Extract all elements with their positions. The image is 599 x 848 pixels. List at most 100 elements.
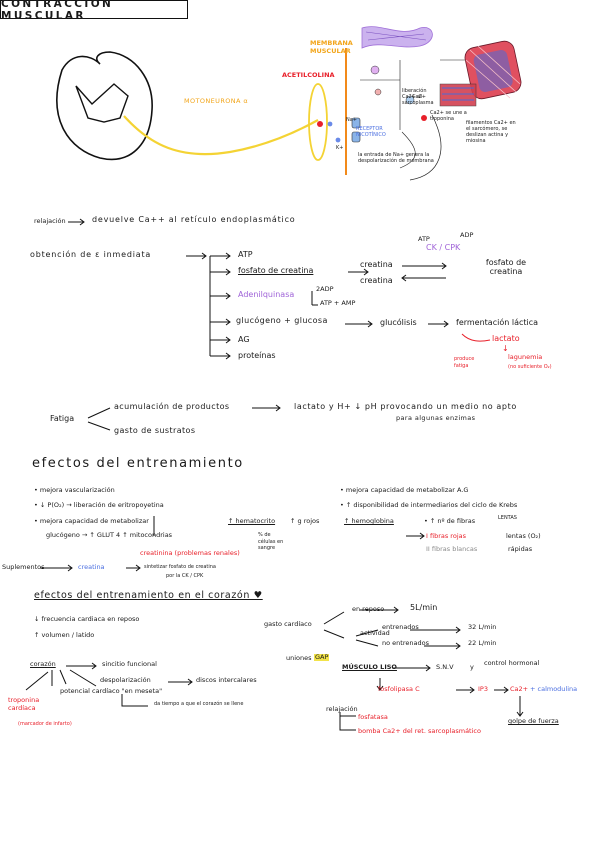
no-entrenados-label: no entrenados (382, 639, 429, 647)
discos-text: discos intercalares (196, 676, 257, 684)
na-label: Na+ (346, 117, 357, 123)
fibras-blancas: II fibras blancas (426, 545, 478, 553)
entrenados-label: entrenados (382, 623, 419, 631)
entrada-note: la entrada de Na+ genera la despolarizac… (358, 152, 434, 164)
acetilcolina-label: ACETILCOLINA (282, 71, 335, 79)
gasto-sustratos: gasto de sustratos (114, 426, 196, 435)
troponina-label: troponina cardíaca (8, 696, 40, 713)
entrenados-val: 32 L/min (468, 623, 497, 631)
atp-amp: ATP + AMP (320, 299, 356, 307)
ca-label: Ca2+ (412, 94, 426, 100)
fatiga-label: Fatiga (50, 414, 75, 423)
adenil-item: Adenilquinasa (238, 290, 295, 299)
produce-fatiga: produce fatiga (454, 356, 475, 369)
no-entrenados-val: 22 L/min (468, 639, 497, 647)
relajacion-label: relajación (34, 217, 66, 225)
marcador-label: (marcador de infarto) (18, 721, 72, 727)
hemoglobina: ↑ hemoglobina (344, 517, 394, 525)
sintetizar-text: sintetizar fosfato de creatina (144, 564, 216, 570)
atp-item: ATP (238, 250, 253, 259)
relajacion-text: devuelve Ca++ al retículo endoplasmático (92, 215, 296, 224)
sincitio-text: sincitio funcional (102, 660, 157, 668)
efectos-heading: efectos del entrenamiento (32, 456, 244, 471)
neuromuscular-junction (308, 83, 328, 161)
despolarizacion-text: despolarización (100, 676, 151, 684)
efectos-b2: • ↓ P(O₂) → liberación de eritropoyetina (34, 501, 164, 509)
bomba-label: bomba Ca2+ del ret. sarcoplasmático (358, 727, 481, 735)
spinal-cord-outline (56, 51, 153, 161)
musculo-liso-label: MÚSCULO LISO (342, 663, 397, 671)
obtencion-label: obtención de ε inmediata (30, 250, 152, 259)
fibras-rojas: I fibras rojas (426, 532, 466, 540)
creatina-2: creatina (360, 276, 393, 285)
atp-small: ATP (418, 235, 430, 243)
efectos-r3: • ↑ nº de fibras (424, 517, 476, 525)
fosfatasa-label: fosfatasa (358, 713, 388, 721)
ca-label-heart: Ca2+ (510, 685, 529, 693)
lactato-arrow: ↓ (502, 344, 509, 353)
grey-matter (75, 83, 129, 123)
actividad-label: actividad (360, 629, 390, 637)
control-label: control hormonal (484, 659, 540, 667)
corazon-label: corazón (30, 660, 56, 668)
lentas-o2: lentas (O₂) (506, 532, 541, 540)
ca-note: liberación Ca2+ al sarcoplasma (402, 88, 434, 106)
glucogeno-item: glucógeno + glucosa (236, 316, 328, 325)
ck-label: CK / CPK (426, 243, 461, 252)
corazon-heading: efectos del entrenamiento en el corazón … (34, 590, 263, 601)
gasto-label: gasto cardíaco (264, 620, 312, 628)
receptor-label: RECEPTOR NICOTÍNICO (356, 126, 386, 138)
motor-axon (123, 115, 319, 156)
gap-label: GAP (314, 653, 330, 661)
fosfolipasa-label: fosfolipasa C (378, 685, 420, 693)
fosfato-creatina: fosfato de creatina (485, 258, 527, 277)
pct-celulas: % de células en sangre (258, 532, 284, 551)
ca-note-2: Ca2+ se une a troponina (430, 110, 467, 122)
golpe-label: golpe de fuerza (508, 717, 559, 725)
calmodulina-label: + calmodulina (530, 685, 578, 693)
lactato-label: lactato (492, 334, 520, 343)
snv-label: S.N.V (436, 663, 454, 671)
suplemento-creatina: creatina (78, 563, 105, 571)
creatinina-label: creatinina (problemas renales) (140, 549, 240, 557)
muscle-fiber (439, 40, 522, 107)
efectos-b3b: glucógeno → ↑ GLUT 4 ↑ mitocondrias (46, 531, 173, 539)
potencial-text: potencial cardíaco "en meseta" (60, 687, 163, 695)
relajacion-heart: relajación (326, 705, 358, 713)
lactato-h-text: lactato y H+ ↓ pH provocando un medio no… (294, 402, 517, 411)
page-title: CONTRACCIÓN MUSCULAR (0, 0, 188, 22)
reposo-label: en reposo (352, 605, 385, 613)
glucolisis-label: glucólisis (380, 318, 417, 327)
uniones-label: uniones (286, 654, 312, 662)
efectos-b3: • mejora capacidad de metabolizar (34, 517, 149, 525)
creatina-1: creatina (360, 260, 393, 269)
efectos-r2: • ↑ disponibilidad de intermediarios del… (340, 501, 518, 509)
acumulacion-text: acumulación de productos (114, 402, 230, 411)
efectos-r1: • mejora capacidad de metabolizar A.G (340, 486, 469, 494)
k-label: K+ (336, 145, 344, 151)
g-rojos: ↑ g rojos (290, 517, 320, 525)
adp-small: ADP (460, 231, 474, 239)
synapse-dot (317, 121, 323, 127)
suplementos-label: Suplementos (2, 563, 45, 571)
fermentacion-label: fermentación láctica (456, 318, 539, 327)
por-la-ck: por la CK / CPK (166, 573, 204, 579)
reposo-val: 5L/min (410, 603, 438, 612)
ip3-label: IP3 (478, 685, 488, 693)
volumen-text: ↑ volumen / latido (34, 631, 95, 639)
sin-oxigeno: (no suficiente O₂) (508, 364, 552, 370)
hematocrito: ↑ hematocrito (228, 517, 276, 525)
da-tiempo-text: da tiempo a que el corazón se llene (154, 701, 244, 707)
fiber-note: filamentos Ca2+ en el sarcómero, se desl… (466, 120, 516, 144)
lentas-label: LENTAS (498, 515, 517, 521)
frecuencia-text: ↓ frecuencia cardiaca en reposo (34, 615, 140, 623)
fosfato-item: fosfato de creatina (238, 266, 314, 275)
ag-item: AG (238, 335, 250, 344)
membrana-label: MEMBRANA MUSCULAR (310, 39, 353, 55)
rapidas-label: rápidas (508, 545, 533, 553)
enzimas-text: para algunas enzimas (396, 414, 476, 422)
motoneurona-label: MOTONEURONA α (184, 97, 249, 105)
